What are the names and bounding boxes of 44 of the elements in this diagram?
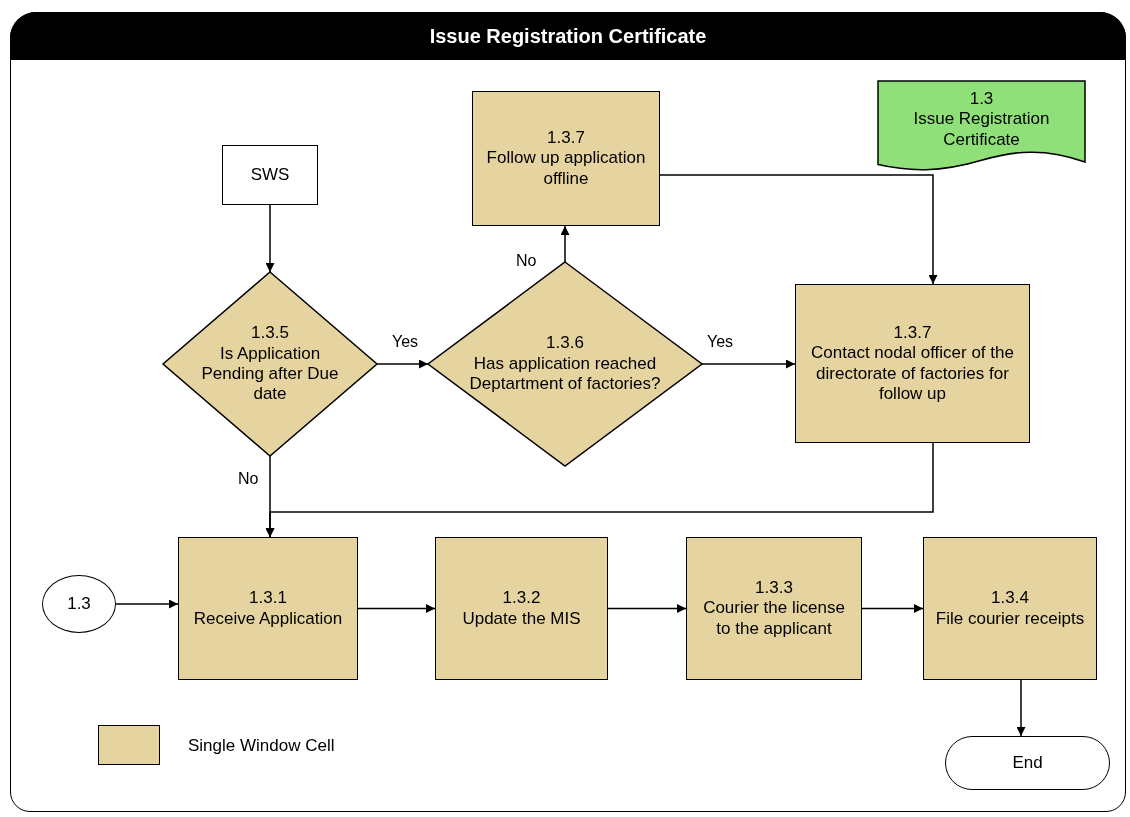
terminator-shape [945, 736, 1110, 790]
arrow [115, 599, 179, 609]
decision-diamond [163, 272, 377, 456]
arrow [357, 604, 436, 613]
process-box [222, 145, 318, 205]
node-text: 1.3.3 [755, 577, 793, 599]
arrow [265, 455, 275, 538]
node-text: 1.3 [67, 593, 91, 615]
node-text: 1.3.7 [547, 127, 585, 149]
node-text: Is Application Pending after Due date [200, 343, 340, 405]
node-text: Contact nodal officer of the directorate of factories for follow up [810, 343, 1015, 405]
process-box [686, 537, 862, 680]
process-box [472, 91, 660, 226]
arrow [376, 359, 429, 369]
legend-text: Single Window Cell [188, 736, 335, 756]
node-text: Follow up application offline [485, 148, 647, 190]
node-text: File courier receipts [935, 608, 1085, 629]
process-box [923, 537, 1097, 680]
node-text: Update the MIS [462, 608, 581, 629]
node-text: 1.3.7 [893, 322, 932, 344]
node-text: Has application reached Deptartment of factories? [468, 353, 662, 395]
node-text: 1.3.5 [251, 323, 289, 344]
node-text: Courier the license to the applicant [702, 598, 846, 640]
process-box [435, 537, 608, 680]
arrow [560, 225, 570, 263]
node-text: SWS [250, 164, 290, 186]
node-text: 1.3.6 [546, 333, 584, 354]
node-text: 1.3 [969, 89, 994, 110]
node-text: 1.3.1 [249, 588, 287, 609]
node-text: 1.3.2 [502, 588, 541, 609]
node-text: 1.3.4 [991, 588, 1029, 609]
arrow [607, 604, 687, 613]
arrow [1016, 679, 1026, 737]
node-text: End [1012, 752, 1043, 774]
node-text: Issue Registration Certificate [912, 109, 1051, 151]
title-bar: Issue Registration Certificate [10, 12, 1126, 60]
arrow [861, 604, 924, 613]
arrow [659, 174, 938, 285]
node-text: Receive Application [193, 608, 343, 629]
arrow [701, 359, 796, 369]
document-shape [878, 81, 1085, 169]
process-box [795, 284, 1030, 443]
arrow [265, 204, 275, 273]
process-box [178, 537, 358, 680]
